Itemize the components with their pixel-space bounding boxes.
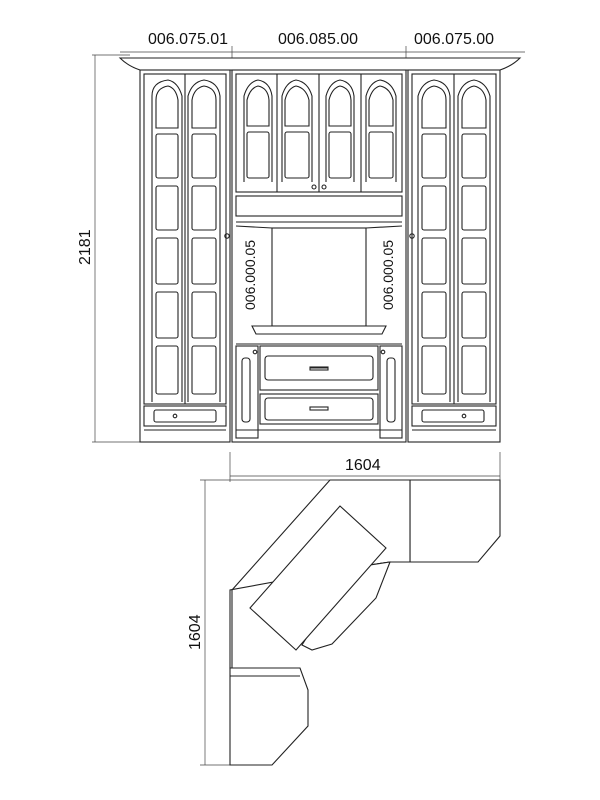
- right-cabinet-glass-panes: [421, 133, 487, 395]
- right-cabinet: [407, 69, 501, 443]
- plan-tv-shelf: [249, 505, 387, 651]
- right-cabinet-knob: [409, 233, 415, 239]
- width-dimension-line: [229, 452, 501, 482]
- module-center-label: 006.085.00: [278, 31, 358, 48]
- center-drawers: [259, 345, 379, 425]
- module-left-label: 006.075.01: [148, 31, 228, 48]
- left-cabinet-knob: [224, 233, 230, 239]
- side-panel-left-label: 006.000.05: [242, 240, 258, 310]
- left-cabinet-glass-panes: [155, 133, 217, 395]
- crown-cornice: [118, 57, 522, 71]
- plan-right-cabinet: [409, 479, 501, 563]
- center-unit: [231, 69, 407, 443]
- front-elevation: 006.075.01 006.085.00 006.075.00 006.000…: [77, 31, 525, 443]
- plan-corner-block: [301, 561, 391, 651]
- width-dimension-label: 1604: [345, 457, 381, 474]
- center-upper-glass-doors: [243, 79, 397, 182]
- plan-view: 1604 1604: [187, 452, 501, 766]
- left-cabinet: [139, 69, 231, 443]
- depth-dimension-label: 1604: [187, 614, 204, 650]
- height-dimension-label: 2181: [77, 229, 94, 265]
- right-cabinet-drawer: [421, 409, 485, 423]
- side-panel-right-label: 006.000.05: [380, 240, 396, 310]
- height-dimension-line: [92, 54, 140, 443]
- plan-left-cabinet: [229, 667, 309, 766]
- tv-shelf: [251, 325, 387, 335]
- module-right-label: 006.075.00: [414, 31, 494, 48]
- left-cabinet-drawer: [153, 409, 217, 423]
